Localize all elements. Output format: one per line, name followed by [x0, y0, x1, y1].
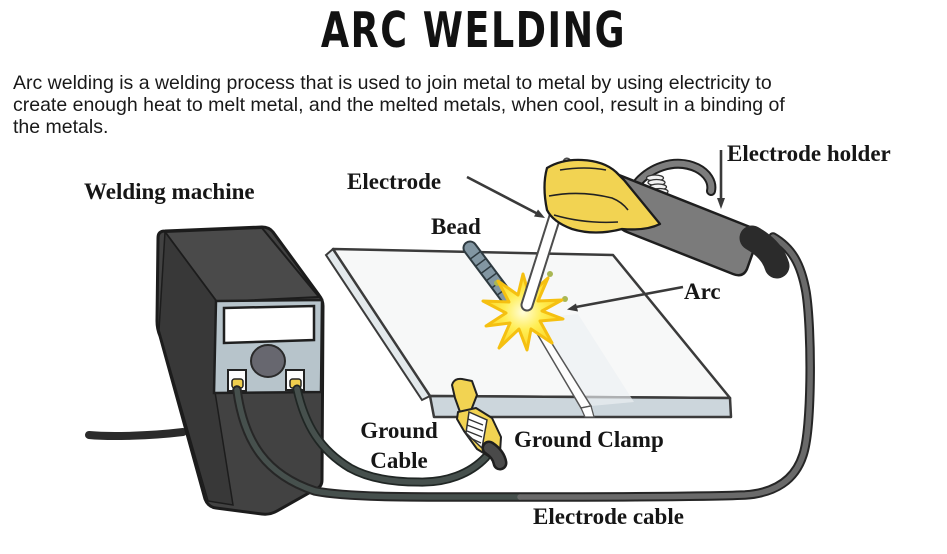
panel-knob: [250, 344, 286, 378]
ground-cable: [292, 384, 491, 487]
plate-seam-shading: [536, 314, 634, 406]
spark-green-tip: [562, 296, 568, 302]
label-ground-cable-line2: Cable: [370, 448, 428, 473]
page-title: ARC WELDING: [320, 2, 627, 60]
holder-cable-sleeve: [739, 225, 790, 279]
arc-arrow: [575, 285, 684, 309]
clamp-spring-coils: [466, 418, 484, 444]
label-electrode: Electrode: [347, 169, 441, 194]
label-ground-clamp: Ground Clamp: [514, 427, 664, 452]
description-line-3: the metals.: [13, 116, 109, 138]
label-welding-machine: Welding machine: [84, 179, 255, 204]
spark-star: [481, 272, 565, 352]
electrode-arrowhead: [534, 209, 545, 218]
label-ground-cable-line1: Ground: [360, 418, 438, 443]
arc-spark: [481, 271, 568, 352]
holder-jaw-lines: [548, 167, 629, 224]
electrode-holder-arrowhead: [717, 198, 725, 209]
label-electrode-cable: Electrode cable: [533, 504, 684, 529]
panel-display: [222, 304, 316, 345]
description-line-1: Arc welding is a welding process that is…: [13, 72, 772, 94]
power-cord: [85, 428, 187, 440]
electrode-arrow: [466, 175, 539, 216]
label-electrode-holder: Electrode holder: [727, 141, 891, 166]
electrode-cable: [232, 232, 815, 502]
description-paragraph: Arc welding is a welding process that is…: [13, 72, 943, 138]
ground-clamp: [451, 377, 508, 471]
arc-arrowhead: [567, 303, 578, 312]
weld-seam-notch: [580, 405, 595, 418]
welding-machine: [85, 225, 325, 516]
electrode-holder: [543, 158, 790, 279]
label-arc: Arc: [684, 279, 721, 304]
part-labels: Welding machine Electrode Bead Electrode…: [84, 141, 891, 529]
callout-arrows: [466, 150, 725, 312]
label-bead: Bead: [431, 214, 481, 239]
description-line-2: create enough heat to melt metal, and th…: [13, 94, 785, 116]
spark-green-tip: [547, 271, 553, 277]
